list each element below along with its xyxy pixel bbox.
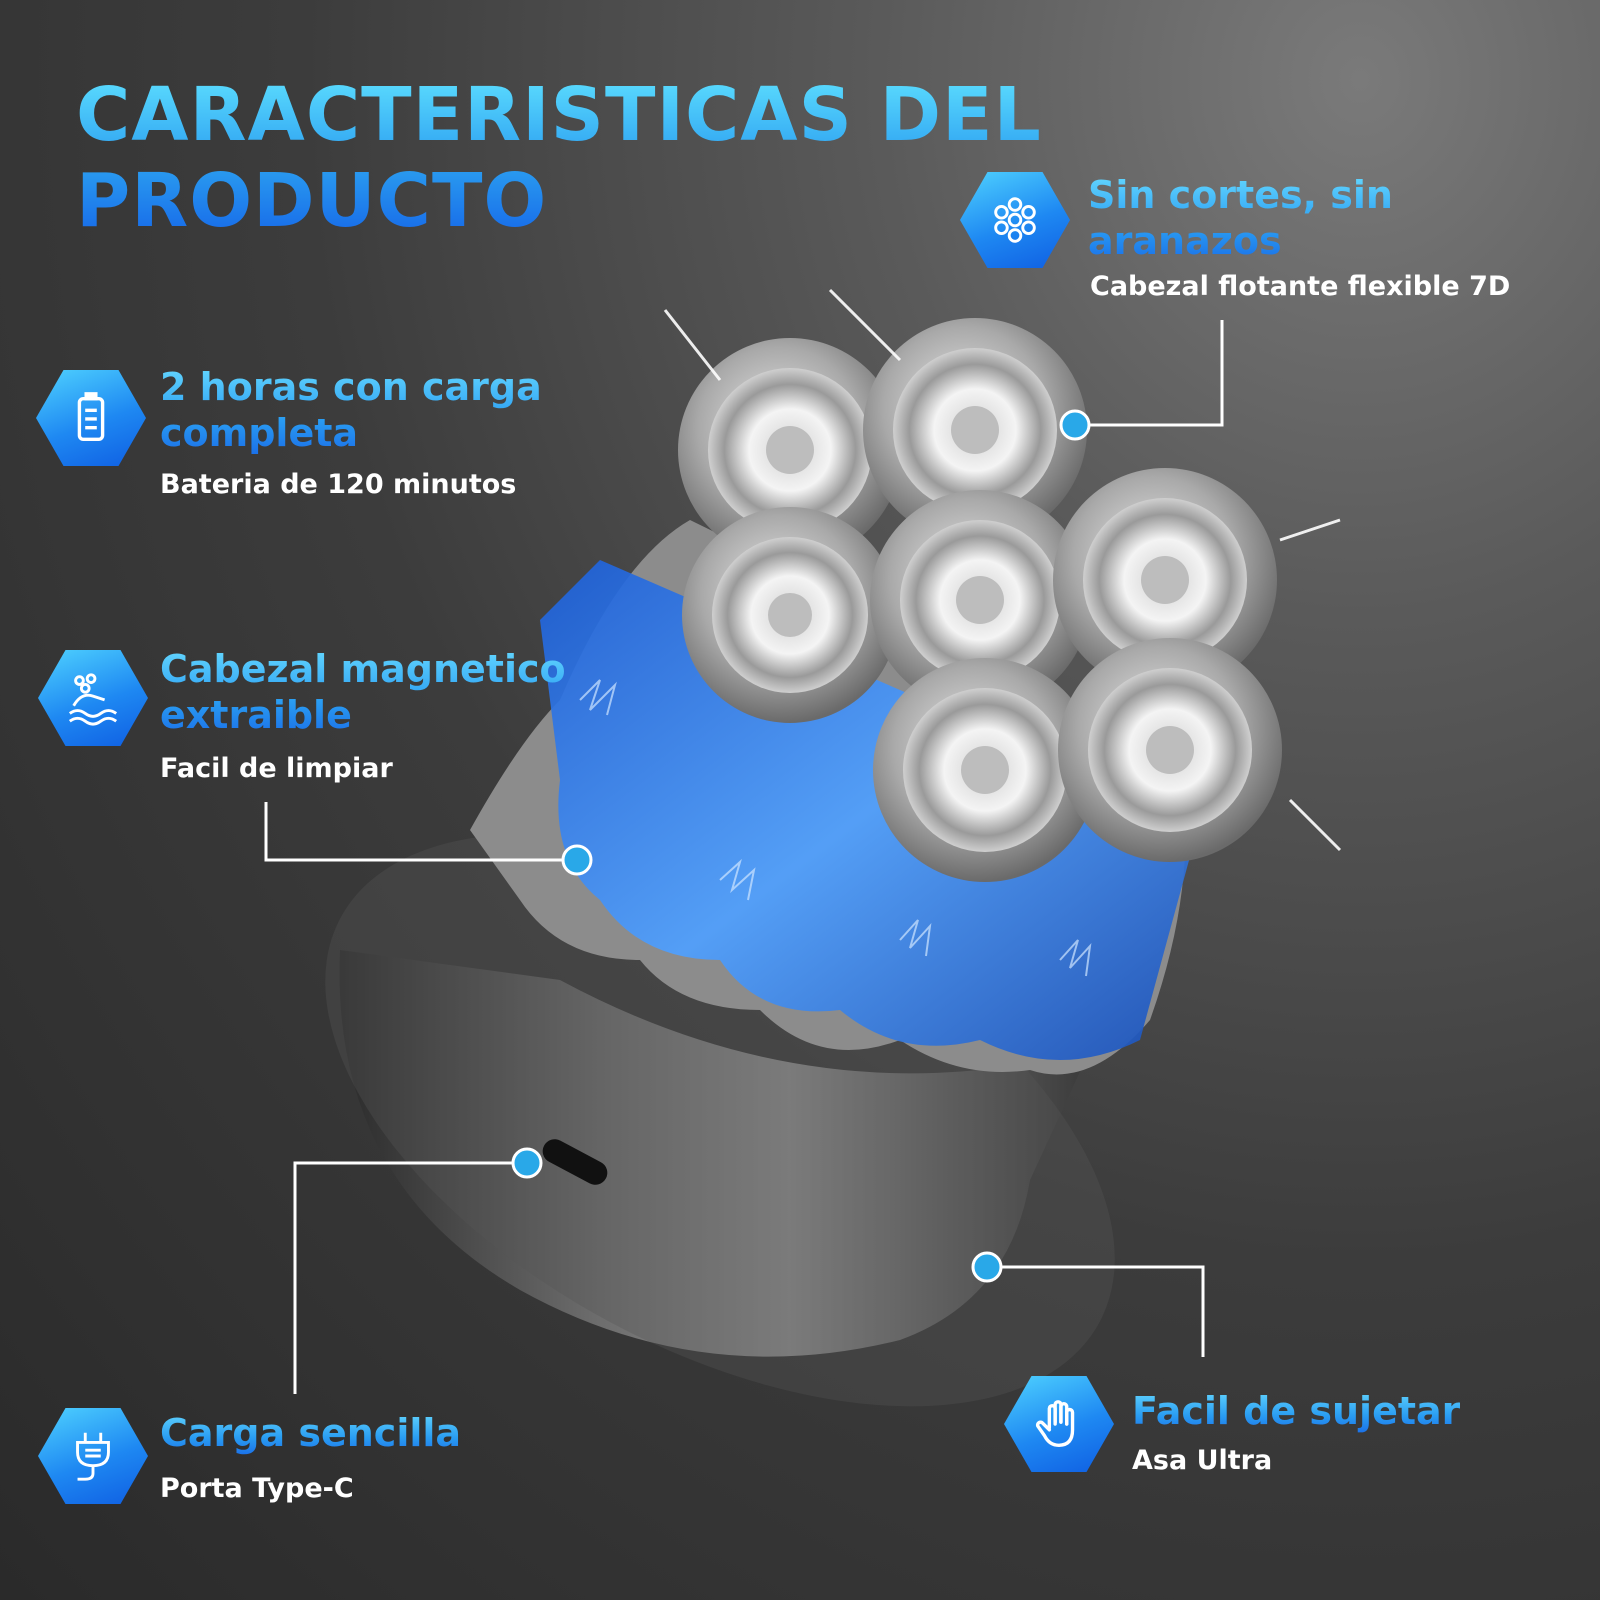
feature-floating-head-title: Sin cortes, sin aranazos <box>1088 173 1393 263</box>
feature-battery-title: 2 horas con carga completa <box>160 365 542 455</box>
feature-charging-subtitle: Porta Type-C <box>160 1473 354 1504</box>
feature-charging-title: Carga sencilla <box>160 1411 462 1455</box>
page-title-line2: PRODUCTO <box>76 158 548 244</box>
page-title-line1: CARACTERISTICAS DEL <box>76 72 1042 158</box>
feature-battery-subtitle: Bateria de 120 minutos <box>160 469 517 500</box>
feature-magnetic-head-title: Cabezal magnetico extraible <box>160 647 566 737</box>
page-title: CARACTERISTICAS DEL PRODUCTO <box>76 72 1042 244</box>
feature-magnetic-head-subtitle: Facil de limpiar <box>160 753 393 784</box>
feature-floating-head-subtitle: Cabezal flotante flexible 7D <box>1090 271 1511 302</box>
feature-grip-title: Facil de sujetar <box>1132 1389 1461 1433</box>
feature-grip-subtitle: Asa Ultra <box>1132 1445 1273 1476</box>
